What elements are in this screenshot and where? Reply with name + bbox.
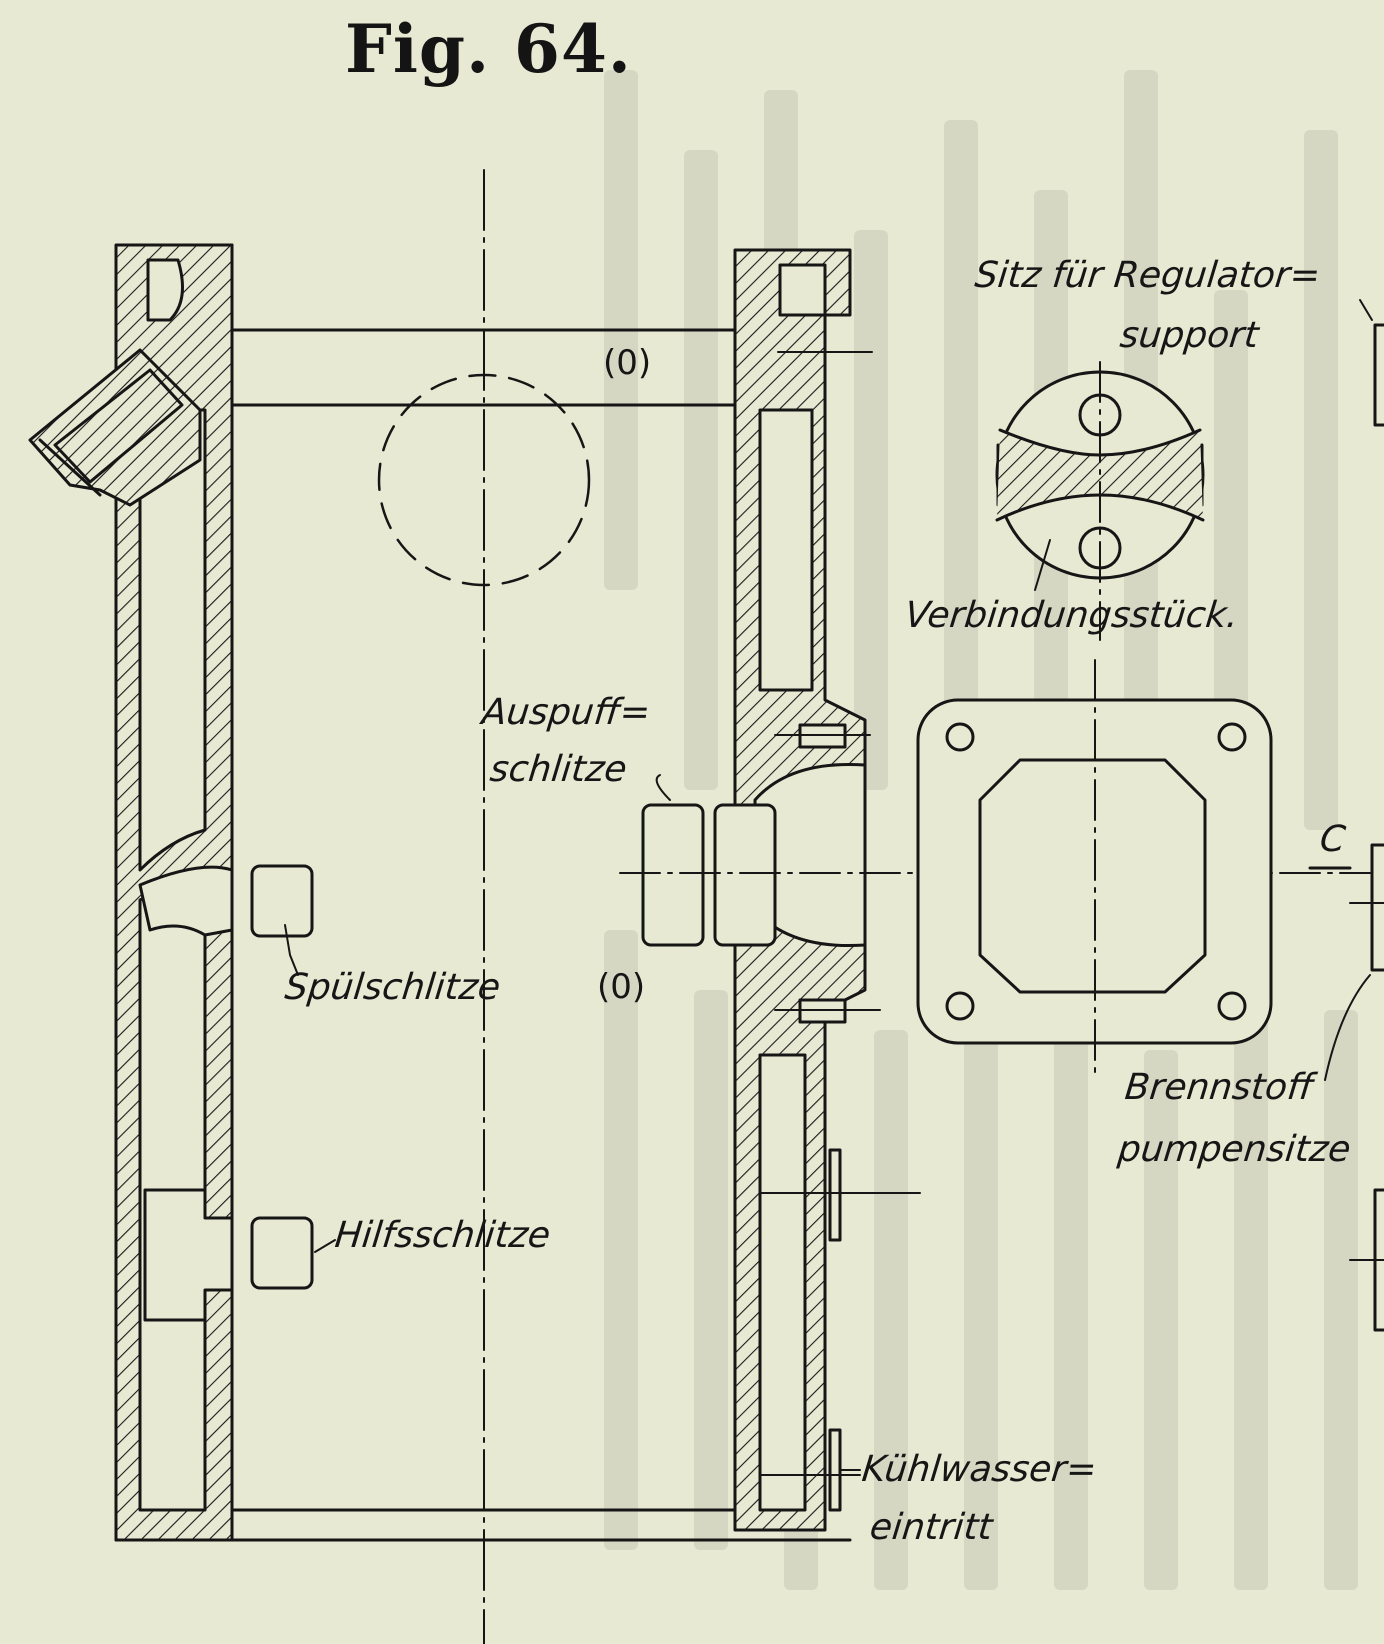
port-mark-lower: (0)	[597, 967, 646, 1007]
right-lower-jacket	[758, 1053, 807, 1512]
label-fuel-pump-seats: Brennstoff	[1122, 1067, 1316, 1108]
right-top-pocket	[778, 263, 827, 317]
figure-title: Fig. 64.	[345, 10, 632, 88]
label-connector: Verbindungsstück.	[902, 595, 1241, 636]
exhaust-port-a	[641, 803, 705, 947]
label-cooling-water-inlet: Kühlwasser=	[859, 1449, 1099, 1490]
label-fuel-pump-seats-2: pumpensitze	[1115, 1129, 1353, 1170]
label-auxiliary-ports: Hilfsschlitze	[332, 1215, 553, 1256]
label-cooling-water-inlet-2: eintritt	[867, 1507, 995, 1548]
label-section-c: C	[1317, 819, 1348, 860]
label-exhaust-ports-2: schlitze	[487, 749, 629, 790]
left-cooling-jacket	[138, 408, 207, 872]
label-regulator-seat: Sitz für Regulator=	[972, 255, 1323, 296]
auxiliary-port	[250, 1216, 314, 1290]
fuel-pump-opening	[978, 758, 1207, 994]
angled-boss-bore	[53, 368, 184, 484]
exhaust-port-b	[713, 803, 777, 947]
label-exhaust-ports: Auspuff=	[479, 692, 653, 733]
left-top-passage	[146, 258, 184, 322]
label-scavenging-ports: Spülschlitze	[282, 967, 503, 1008]
scavenge-port	[250, 864, 314, 938]
hidden-port-circle	[377, 373, 591, 587]
port-mark-upper: (0)	[603, 343, 652, 383]
right-upper-jacket	[758, 408, 814, 692]
label-regulator-seat-2: support	[1117, 315, 1261, 356]
